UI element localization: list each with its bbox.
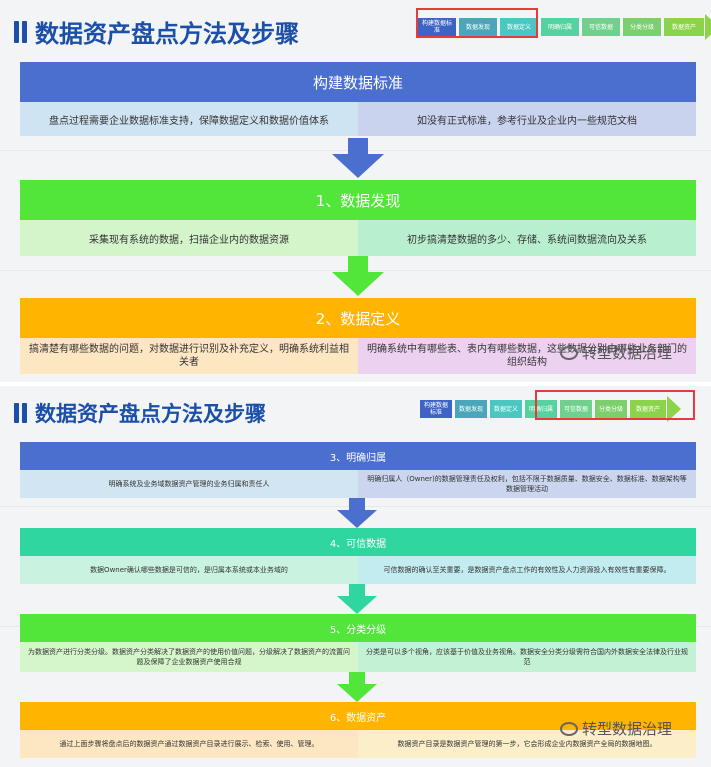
step-chip: 可信数据	[582, 18, 620, 36]
down-arrow-icon	[332, 256, 384, 296]
step-chip: 数据发现	[455, 400, 487, 418]
title-bars-icon	[14, 20, 27, 43]
title-bars-icon	[14, 403, 27, 423]
down-arrow-icon	[337, 498, 377, 528]
block-row: 搞清楚有哪些数据的问题，对数据进行识别及补充定义，明确系统利益相关者 明确系统中…	[20, 338, 696, 374]
down-arrow-icon	[332, 138, 384, 178]
step-chip: 构建数据标准	[418, 18, 456, 36]
block-right-text: 初步搞清楚数据的多少、存储、系统间数据流向及关系	[358, 220, 696, 256]
down-arrow-icon	[337, 584, 377, 614]
block-left-text: 为数据资产进行分类分级。数据资产分类解决了数据资产的使用价值问题，分级解决了数据…	[20, 642, 358, 672]
block-row: 通过上面步骤将盘点后的数据资产通过数据资产目录进行展示、检索、使用、管理。 数据…	[20, 730, 696, 758]
watermark-text: 转型数据治理	[582, 344, 673, 362]
block-left-text: 盘点过程需要企业数据标准支持，保障数据定义和数据价值体系	[20, 102, 358, 136]
step-chip: 数据定义	[500, 18, 538, 36]
panel-top: 数据资产盘点方法及步骤 构建数据标准 数据发现 数据定义 明确归属 可信数据 分…	[0, 0, 711, 382]
block-right-text: 明确系统中有哪些表、表内有哪些数据，这些数据分别由哪些业务部门的组织结构	[358, 338, 696, 374]
down-arrow-icon	[337, 672, 377, 702]
step-chip: 明确归属	[541, 18, 579, 36]
block-header: 5、分类分级	[20, 614, 696, 642]
block-row: 盘点过程需要企业数据标准支持，保障数据定义和数据价值体系 如没有正式标准，参考行…	[20, 102, 696, 136]
block-right-text: 分类是可以多个视角，应该基于价值及业务视角。数据安全分类分级需符合国内外数据安全…	[358, 642, 696, 672]
block-right-text: 可信数据的确认至关重要，是数据资产盘点工作的有效性及人力资源投入有效性有重要保障…	[358, 556, 696, 584]
step-chip: 数据资产	[630, 400, 666, 418]
step-arrow-icon	[705, 14, 711, 40]
block-header: 6、数据资产	[20, 702, 696, 730]
step-chip: 数据发现	[459, 18, 497, 36]
block-row: 数据Owner确认哪些数据是可信的，是归属本系统或本业务域的 可信数据的确认至关…	[20, 556, 696, 584]
step-chip: 明确归属	[525, 400, 557, 418]
watermark: 转型数据治理	[560, 342, 672, 363]
step-chip: 数据资产	[664, 18, 704, 36]
step-chip: 分类分级	[623, 18, 661, 36]
step-chain: 构建数据标准 数据发现 数据定义 明确归属 可信数据 分类分级 数据资产	[420, 396, 681, 422]
block-left-text: 通过上面步骤将盘点后的数据资产通过数据资产目录进行展示、检索、使用、管理。	[20, 730, 358, 758]
step-chip: 可信数据	[560, 400, 592, 418]
block-header: 构建数据标准	[20, 62, 696, 102]
block-left-text: 搞清楚有哪些数据的问题，对数据进行识别及补充定义，明确系统利益相关者	[20, 338, 358, 374]
highlight-box	[535, 390, 695, 420]
block-left-text: 明确系统及业务域数据资产管理的业务归属和责任人	[20, 470, 358, 498]
block-right-text: 如没有正式标准，参考行业及企业内一些规范文档	[358, 102, 696, 136]
block-row: 采集现有系统的数据，扫描企业内的数据资源 初步搞清楚数据的多少、存储、系统间数据…	[20, 220, 696, 256]
step-arrow-icon	[667, 396, 681, 422]
block-header: 4、可信数据	[20, 528, 696, 556]
block-left-text: 采集现有系统的数据，扫描企业内的数据资源	[20, 220, 358, 256]
panel-bottom: 数据资产盘点方法及步骤 构建数据标准 数据发现 数据定义 明确归属 可信数据 分…	[0, 386, 711, 767]
block-row: 为数据资产进行分类分级。数据资产分类解决了数据资产的使用价值问题，分级解决了数据…	[20, 642, 696, 672]
block-header: 1、数据发现	[20, 180, 696, 220]
step-chip: 构建数据标准	[420, 400, 452, 418]
step-chip: 数据定义	[490, 400, 522, 418]
watermark-text: 转型数据治理	[582, 720, 673, 738]
block-right-text: 数据资产目录是数据资产管理的第一步，它会形成企业内数据资产全局的数据地图。	[358, 730, 696, 758]
title-block: 数据资产盘点方法及步骤	[14, 14, 299, 49]
page-title: 数据资产盘点方法及步骤	[35, 402, 266, 426]
watermark: 转型数据治理	[560, 718, 672, 739]
block-header: 2、数据定义	[20, 298, 696, 338]
block-header: 3、明确归属	[20, 442, 696, 470]
step-chip: 分类分级	[595, 400, 627, 418]
title-block: 数据资产盘点方法及步骤	[14, 398, 266, 428]
page-title: 数据资产盘点方法及步骤	[35, 20, 299, 48]
block-row: 明确系统及业务域数据资产管理的业务归属和责任人 明确归属人（Owner)的数据管…	[20, 470, 696, 498]
wechat-icon	[560, 345, 578, 360]
block-right-text: 明确归属人（Owner)的数据管理责任及权利，包括不限于数据质量、数据安全、数据…	[358, 470, 696, 498]
step-chain: 构建数据标准 数据发现 数据定义 明确归属 可信数据 分类分级 数据资产	[418, 14, 711, 40]
wechat-icon	[560, 721, 578, 736]
highlight-box	[416, 8, 538, 38]
block-left-text: 数据Owner确认哪些数据是可信的，是归属本系统或本业务域的	[20, 556, 358, 584]
